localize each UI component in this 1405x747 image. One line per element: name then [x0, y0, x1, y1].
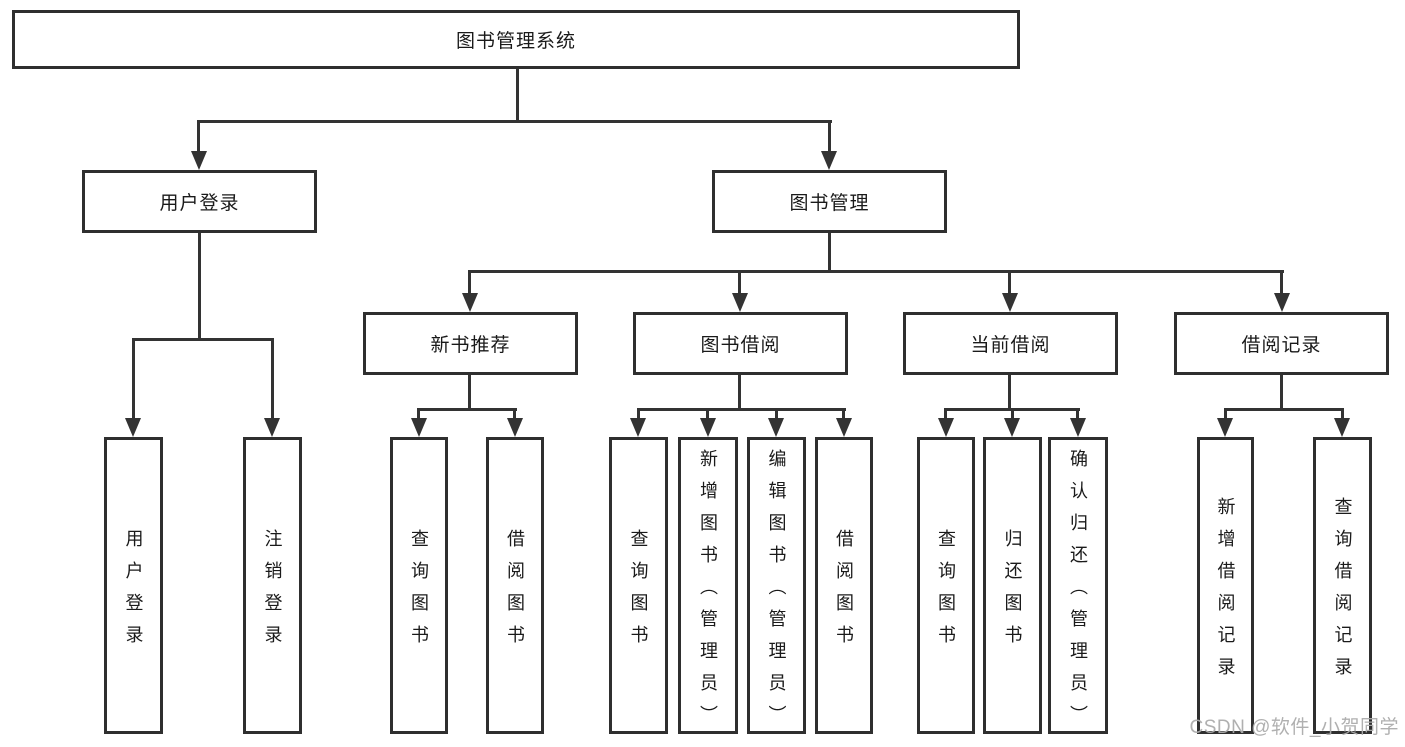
- arrowhead-to-bb-borrow: [836, 418, 852, 437]
- arrowhead-to-br-query: [1334, 418, 1350, 437]
- connector-user-login-trunk: [198, 233, 201, 341]
- connector-stem-bb-query: [637, 408, 640, 424]
- node-new-book-recommend-label: 新书推荐: [430, 335, 511, 356]
- arrowhead-to-cb-return: [1004, 418, 1020, 437]
- connector-stem-cb-query: [944, 408, 947, 424]
- connector-borrow-records-trunk: [1280, 375, 1283, 411]
- connector-stem-bb-add: [706, 408, 709, 424]
- node-library-system: 图书管理系统: [12, 10, 1020, 69]
- connector-stem-borrow-records: [1280, 270, 1283, 298]
- connector-stem-user-login: [197, 120, 200, 154]
- connector-stem-br-query: [1341, 408, 1344, 424]
- leaf-rec-query-book-label: 查询图书: [409, 528, 429, 657]
- leaf-rec-query-book: 查询图书: [390, 437, 448, 734]
- connector-book-borrow-bar: [637, 408, 846, 411]
- node-new-book-recommend: 新书推荐: [363, 312, 578, 375]
- node-current-borrowing-label: 当前借阅: [970, 335, 1051, 356]
- leaf-current-query-book: 查询图书: [917, 437, 975, 734]
- connector-stem-nr-query: [417, 408, 420, 424]
- node-book-management-label: 图书管理: [789, 193, 870, 214]
- node-borrow-records-label: 借阅记录: [1241, 335, 1322, 356]
- connector-book-mgmt-trunk: [828, 233, 831, 273]
- leaf-logout-label: 注销登录: [262, 528, 283, 657]
- leaf-confirm-return-admin: 确认归还（管理员）: [1048, 437, 1108, 737]
- arrowhead-to-user-login: [191, 151, 207, 170]
- connector-new-book-rec-trunk: [468, 375, 471, 411]
- node-borrow-records: 借阅记录: [1174, 312, 1389, 375]
- arrowhead-to-nr-query: [411, 418, 427, 437]
- connector-stem-bb-edit: [775, 408, 778, 424]
- leaf-borrow-query-book: 查询图书: [609, 437, 668, 734]
- node-user-login: 用户登录: [82, 170, 317, 233]
- leaf-borrow-book: 借阅图书: [815, 437, 873, 734]
- arrowhead-to-bb-query: [630, 418, 646, 437]
- connector-stem-current-borrow: [1008, 270, 1011, 298]
- arrowhead-to-br-add: [1217, 418, 1233, 437]
- csdn-watermark: CSDN @软件_小贺同学: [1189, 717, 1399, 738]
- leaf-add-borrow-record: 新增借阅记录: [1197, 437, 1254, 734]
- leaf-return-book: 归还图书: [983, 437, 1042, 734]
- connector-stem-ul-logout: [271, 338, 274, 423]
- leaf-borrow-book-label: 借阅图书: [834, 528, 854, 657]
- connector-user-login-bar: [132, 338, 274, 341]
- leaf-add-book-admin: 新增图书（管理员）: [678, 437, 738, 737]
- leaf-add-borrow-record-label: 新增借阅记录: [1215, 496, 1236, 689]
- arrowhead-to-cb-confirm: [1070, 418, 1086, 437]
- leaf-current-query-book-label: 查询图书: [936, 528, 956, 657]
- connector-stem-bb-borrow: [842, 408, 845, 424]
- node-book-management: 图书管理: [712, 170, 947, 233]
- leaf-query-borrow-record-label: 查询借阅记录: [1332, 496, 1353, 689]
- node-library-system-label: 图书管理系统: [455, 31, 576, 52]
- node-book-borrowing-label: 图书借阅: [700, 335, 781, 356]
- arrowhead-to-nr-borrow: [507, 418, 523, 437]
- leaf-edit-book-admin: 编辑图书（管理员）: [747, 437, 806, 737]
- leaf-user-login-label: 用户登录: [123, 528, 144, 657]
- connector-borrow-records-bar: [1224, 408, 1344, 411]
- connector-new-book-rec-bar: [417, 408, 517, 411]
- arrowhead-to-ul-login: [125, 418, 141, 437]
- node-user-login-label: 用户登录: [159, 193, 240, 214]
- arrowhead-to-current-borrow: [1002, 293, 1018, 312]
- connector-stem-br-add: [1224, 408, 1227, 424]
- leaf-logout: 注销登录: [243, 437, 302, 734]
- connector-stem-book-borrow: [738, 270, 741, 298]
- connector-current-borrow-trunk: [1008, 375, 1011, 411]
- arrowhead-to-book-borrow: [732, 293, 748, 312]
- node-book-borrowing: 图书借阅: [633, 312, 848, 375]
- leaf-add-book-admin-label: 新增图书（管理员）: [698, 448, 718, 737]
- arrowhead-to-bb-edit: [768, 418, 784, 437]
- arrowhead-to-ul-logout: [264, 418, 280, 437]
- arrowhead-to-bb-add: [700, 418, 716, 437]
- leaf-rec-borrow-book: 借阅图书: [486, 437, 544, 734]
- leaf-confirm-return-admin-label: 确认归还（管理员）: [1068, 448, 1088, 737]
- leaf-borrow-query-book-label: 查询图书: [628, 528, 649, 657]
- node-current-borrowing: 当前借阅: [903, 312, 1118, 375]
- connector-level2-bar: [197, 120, 832, 123]
- connector-stem-ul-login: [132, 338, 135, 423]
- leaf-rec-borrow-book-label: 借阅图书: [505, 528, 525, 657]
- connector-stem-cb-return: [1011, 408, 1014, 424]
- connector-stem-new-book-rec: [468, 270, 471, 298]
- leaf-return-book-label: 归还图书: [1002, 528, 1023, 657]
- connector-stem-cb-confirm: [1076, 408, 1079, 424]
- connector-root-trunk: [516, 69, 519, 123]
- leaf-query-borrow-record: 查询借阅记录: [1313, 437, 1372, 734]
- leaf-edit-book-admin-label: 编辑图书（管理员）: [766, 448, 787, 737]
- connector-book-borrow-trunk: [738, 375, 741, 411]
- arrowhead-to-cb-query: [938, 418, 954, 437]
- arrowhead-to-new-book-rec: [462, 293, 478, 312]
- connector-stem-nr-borrow: [513, 408, 516, 424]
- leaf-user-login: 用户登录: [104, 437, 163, 734]
- arrowhead-to-borrow-records: [1274, 293, 1290, 312]
- arrowhead-to-book-mgmt: [821, 151, 837, 170]
- connector-stem-book-mgmt: [828, 120, 831, 154]
- connector-level3-bar: [468, 270, 1284, 273]
